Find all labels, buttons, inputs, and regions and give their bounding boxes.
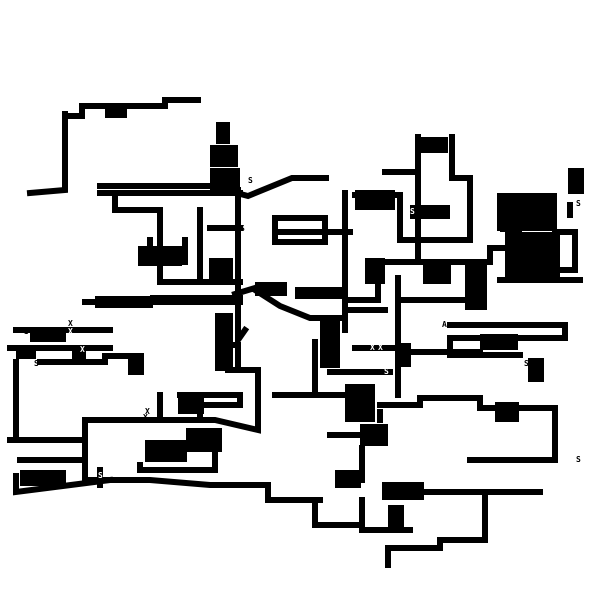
room-block [216, 122, 230, 144]
corridor [62, 97, 201, 119]
crate-marker: X [68, 327, 73, 336]
corridor [250, 285, 343, 321]
corridor [359, 497, 413, 533]
room-block [423, 262, 451, 284]
spawn-marker: S [576, 199, 581, 208]
corridor [217, 342, 241, 373]
corridor [82, 417, 323, 503]
room-block [528, 358, 544, 382]
spawn-marker: S [185, 214, 190, 223]
corridor [377, 395, 558, 463]
corridor [26, 111, 68, 197]
spawn-marker: S [74, 183, 79, 192]
room-block [568, 168, 584, 194]
spawn-marker: S [248, 176, 253, 185]
room-block [345, 384, 375, 422]
room-block [320, 320, 340, 368]
room-block [382, 482, 424, 500]
spawn-marker: S [524, 359, 529, 368]
spawn-marker: S [24, 327, 29, 336]
corridor [352, 134, 473, 243]
room-block [335, 470, 361, 488]
treasure-marker: A [368, 479, 373, 488]
spawn-marker: S [368, 471, 373, 480]
spawn-marker: S [384, 335, 389, 344]
corridor [112, 194, 163, 213]
room-block [210, 168, 240, 190]
spawn-marker: S [34, 359, 39, 368]
map-rooms [16, 104, 584, 529]
corridor [231, 284, 259, 298]
crate-marker: X [370, 343, 375, 352]
map-corridors [7, 97, 583, 568]
room-block [418, 137, 448, 153]
corridor [552, 229, 578, 273]
room-block [465, 262, 487, 310]
corridor [272, 215, 328, 245]
room-block [209, 258, 233, 280]
corridor [37, 353, 143, 365]
corridor [82, 367, 261, 434]
spawn-marker: S [368, 487, 373, 496]
crate-marker: X [80, 345, 85, 354]
room-block [210, 145, 238, 167]
corridor [7, 359, 19, 443]
corridor [97, 175, 329, 200]
room-block [388, 505, 404, 529]
spawn-marker: S [576, 455, 581, 464]
spawn-marker: S [98, 471, 103, 480]
treasure-marker: A [442, 320, 447, 329]
corridor [375, 245, 508, 265]
corridor [385, 489, 488, 568]
spawn-marker: S [380, 183, 385, 192]
room-block [360, 424, 388, 446]
room-block [20, 470, 66, 486]
crate-marker: X [378, 343, 383, 352]
corridor [157, 207, 243, 285]
room-block [295, 287, 345, 299]
corridor [342, 275, 381, 303]
crate-marker: X [145, 407, 150, 416]
corridor [177, 392, 243, 423]
spawn-marker: S [334, 511, 339, 520]
corridor [137, 452, 218, 473]
corridor [447, 322, 568, 341]
spawn-marker: S [384, 367, 389, 376]
room-block [500, 220, 522, 232]
crate-marker: X [68, 319, 73, 328]
crate-marker: X [143, 413, 148, 422]
room-block [145, 440, 187, 462]
corridor [312, 497, 363, 528]
corridor [13, 473, 114, 496]
spawn-marker: S [240, 224, 245, 233]
corridor [235, 187, 250, 350]
room-block [505, 232, 560, 277]
room-block [72, 348, 86, 362]
spawn-marker: S [410, 207, 415, 216]
room-block [186, 428, 222, 452]
